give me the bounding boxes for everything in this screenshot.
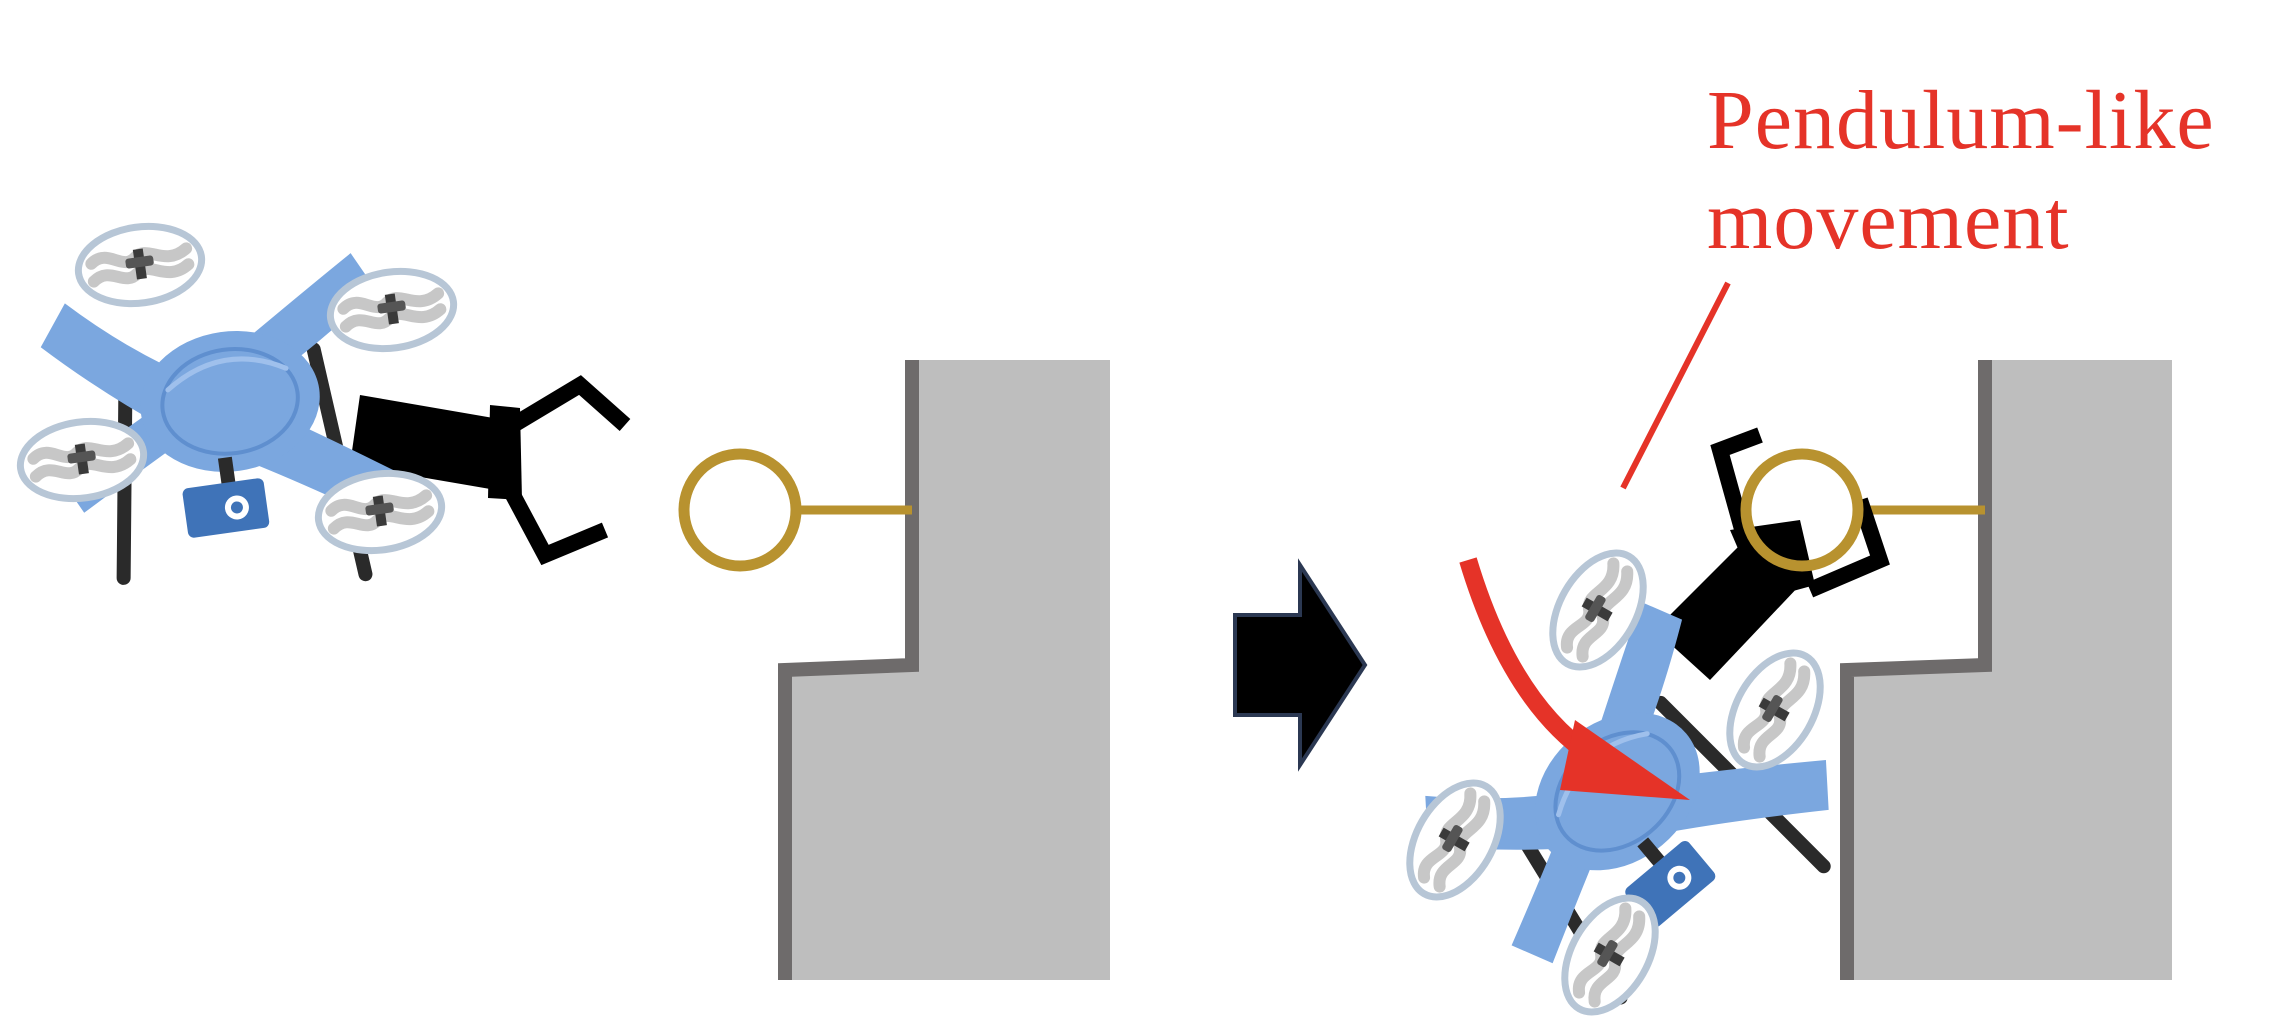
ring-left	[678, 448, 912, 572]
annotation-label: Pendulum-like movement	[1707, 74, 2237, 267]
right-arrow-icon	[1233, 558, 1368, 772]
wall-icon	[785, 360, 1110, 980]
annotation-leader-line	[1620, 281, 1731, 490]
ring-icon	[1740, 448, 1864, 572]
annotation-line-1: Pendulum-like	[1707, 74, 2215, 167]
drone-swinging-icon	[1391, 427, 1890, 1031]
ring-icon	[678, 448, 802, 572]
annotation-line-2: movement	[1707, 174, 2070, 267]
curved-arrow-icon	[1459, 557, 1690, 800]
wall-right	[1840, 360, 2172, 980]
wall-icon	[1847, 360, 2172, 980]
drone-with-gripper-icon	[15, 219, 631, 615]
wall-left	[778, 360, 1110, 980]
